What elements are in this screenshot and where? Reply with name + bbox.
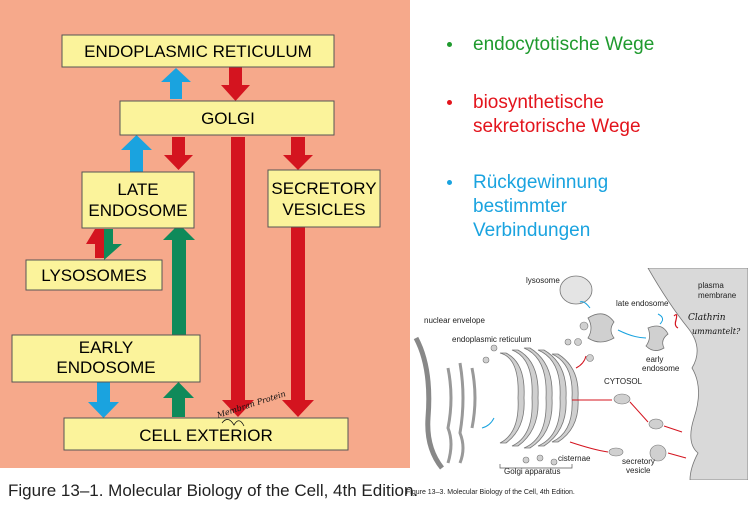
cell-compartments-figure: lysosome late endosome plasma membrane n…: [413, 268, 748, 480]
secretory-label-2: VESICLES: [282, 200, 365, 219]
label-late-endosome: late endosome: [616, 299, 669, 308]
early-endosome-label-2: ENDOSOME: [56, 358, 155, 377]
er-label: ENDOPLASMIC RETICULUM: [84, 42, 312, 61]
label-cisternae: cisternae: [558, 454, 591, 463]
late-endosome-label-1: LATE: [117, 180, 158, 199]
label-plasma-membrane-2: membrane: [698, 291, 737, 300]
legend-item-biosynthetic: biosynthetische sekretorische Wege: [425, 91, 703, 139]
legend-bullet-icon: [447, 100, 452, 105]
late-endosome-box: [81, 171, 195, 229]
hand-red-mark: [673, 314, 679, 329]
transport-vesicles: [482, 321, 667, 466]
label-lysosome: lysosome: [526, 276, 560, 285]
arrow-secretory-to-cell-exterior: [282, 227, 314, 417]
lysosomes-box: [25, 259, 163, 291]
secretory-label-1: SECRETORY: [271, 179, 376, 198]
cell-hand-note-2: ummantelt?: [692, 327, 741, 336]
plasma-membrane-shape: [647, 268, 748, 480]
arrow-golgi-to-late-endosome: [164, 137, 193, 170]
early-endosome-label-1: EARLY: [79, 338, 134, 357]
legend-bullet-icon: [447, 42, 452, 47]
cell-exterior-box: [63, 417, 349, 451]
lysosomes-label: LYSOSOMES: [41, 266, 147, 285]
cell-hand-note-1: Clathrin: [688, 313, 726, 323]
label-early-endosome-1: early: [646, 355, 663, 364]
label-early-endosome-2: endosome: [642, 364, 680, 373]
golgi-box: [119, 100, 335, 136]
label-secretory-1: secretory: [622, 457, 655, 466]
arrow-golgi-to-cell-exterior: [222, 137, 254, 417]
figure-caption-left: Figure 13–1. Molecular Biology of the Ce…: [8, 481, 419, 500]
arrow-late-endosome-to-lysosomes-red: [86, 229, 104, 258]
label-golgi-apparatus: Golgi apparatus: [504, 467, 560, 476]
nuclear-envelope-shape: [413, 336, 444, 470]
early-endosome-shape: [645, 325, 669, 351]
label-nuclear-envelope: nuclear envelope: [424, 316, 485, 325]
traffic-arrows: [86, 64, 314, 418]
golgi-label: GOLGI: [201, 109, 255, 128]
compartment-boxes: ENDOPLASMIC RETICULUM GOLGI LATE ENDOSOM…: [11, 34, 381, 451]
arrow-early-to-late-endosome: [163, 224, 195, 335]
legend-text: biosynthetische sekretorische Wege: [473, 92, 641, 137]
legend-bullet-icon: [447, 180, 452, 185]
legend-text: Rückgewinnung bestimmter Verbindungen: [473, 172, 609, 241]
label-secretory-2: vesicle: [626, 466, 651, 475]
arrow-early-endosome-to-cell-exterior: [88, 382, 119, 418]
late-endosome-shape: [587, 313, 615, 343]
pathway-legend: endocytotische Wege biosynthetische sekr…: [425, 33, 745, 263]
secretory-vesicles-box: [267, 169, 381, 228]
arrow-golgi-to-secretory-vesicles: [283, 137, 313, 170]
arrow-cell-exterior-to-early-endosome: [163, 382, 194, 417]
legend-text: endocytotische Wege: [473, 34, 655, 55]
lysosome-shape: [559, 275, 593, 305]
figure-caption-right: Figure 13–3. Molecular Biology of the Ce…: [406, 489, 575, 496]
early-endosome-box: [11, 334, 201, 383]
er-box: [61, 34, 335, 68]
arrow-late-endosome-to-golgi: [121, 135, 152, 172]
label-er: endoplasmic reticulum: [452, 335, 532, 344]
arrow-late-endosome-to-lysosomes-green: [104, 229, 122, 260]
er-lamellae: [446, 362, 477, 464]
golgi-stack: [499, 347, 579, 449]
arrow-er-to-golgi: [221, 64, 250, 101]
cell-pathway-arrows: [481, 301, 687, 459]
label-plasma-membrane-1: plasma: [698, 281, 724, 290]
arrow-golgi-to-er: [161, 68, 191, 99]
late-endosome-label-2: ENDOSOME: [88, 201, 187, 220]
label-cytosol: CYTOSOL: [604, 377, 643, 386]
legend-item-endocytotic: endocytotische Wege: [425, 33, 745, 57]
cell-exterior-label: CELL EXTERIOR: [139, 426, 273, 445]
handwritten-note: Membran Protein: [215, 389, 287, 420]
golgi-bracket: [499, 464, 573, 469]
legend-item-recycling: Rückgewinnung bestimmter Verbindungen: [425, 171, 663, 243]
pathway-diagram-panel: ENDOPLASMIC RETICULUM GOLGI LATE ENDOSOM…: [0, 0, 410, 468]
membrane-traffic-diagram: ENDOPLASMIC RETICULUM GOLGI LATE ENDOSOM…: [11, 34, 381, 451]
